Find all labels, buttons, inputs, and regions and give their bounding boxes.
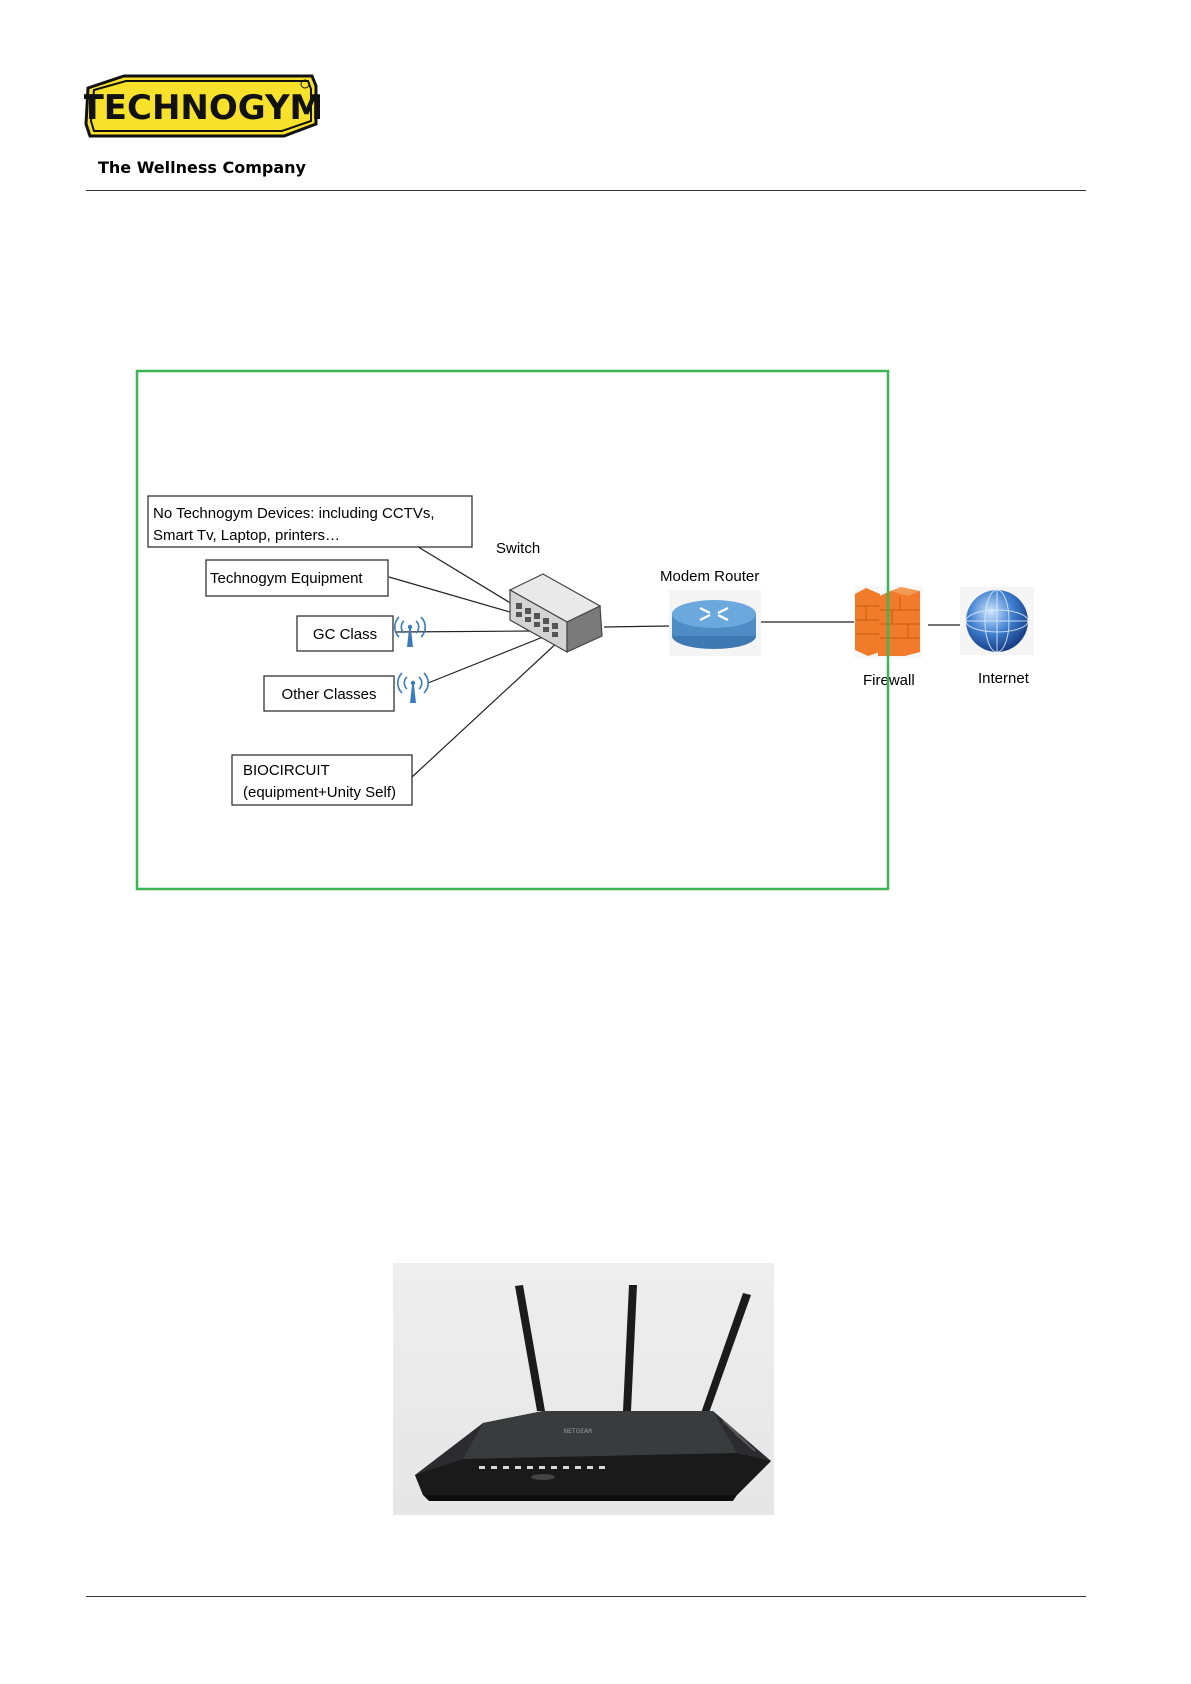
router-label: Modem Router [660,568,759,585]
biocircuit-line-1: BIOCIRCUIT [243,762,330,779]
gc-class-box: GC Class [297,616,393,651]
non-technogym-line-1: No Technogym Devices: including CCTVs, [153,505,435,522]
internet-globe-icon [960,587,1034,655]
gc-class-label: GC Class [313,626,377,643]
footer-divider [86,1596,1086,1597]
biocircuit-box: BIOCIRCUIT (equipment+Unity Self) [232,755,412,805]
other-classes-box: Other Classes [264,676,394,711]
biocircuit-line-2: (equipment+Unity Self) [243,784,396,801]
technogym-equipment-box: Technogym Equipment [206,560,388,596]
other-classes-label: Other Classes [281,686,376,703]
network-switch-icon [510,574,602,652]
technogym-equipment-label: Technogym Equipment [210,570,363,587]
wireless-router-photo: NETGEAR [393,1263,774,1515]
local-network-boundary [137,371,888,889]
router-icon [669,590,761,656]
wifi-antenna-icon [398,673,428,703]
non-technogym-devices-box: No Technogym Devices: including CCTVs, S… [148,496,472,547]
router-brand-text: NETGEAR [564,1428,593,1435]
non-technogym-line-2: Smart Tv, Laptop, printers… [153,527,340,544]
switch-label: Switch [496,540,540,557]
internet-label: Internet [978,670,1030,687]
